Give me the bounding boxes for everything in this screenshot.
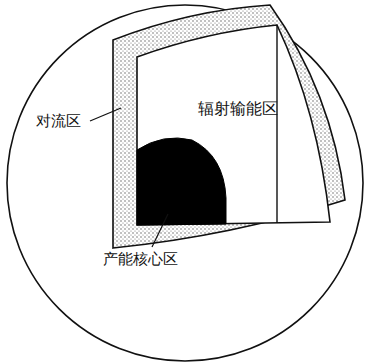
zone-label: 辐射输能区 [198,100,278,118]
leader-line [152,214,168,247]
convection-shell [113,5,345,248]
zone-label: 对流区 [36,113,81,130]
sun-outline [7,5,363,361]
core-region [137,138,226,225]
leader-line [90,108,121,121]
cut-edge [276,25,277,223]
radiative-zone [137,25,330,225]
zone-label: 产能核心区 [103,251,178,268]
